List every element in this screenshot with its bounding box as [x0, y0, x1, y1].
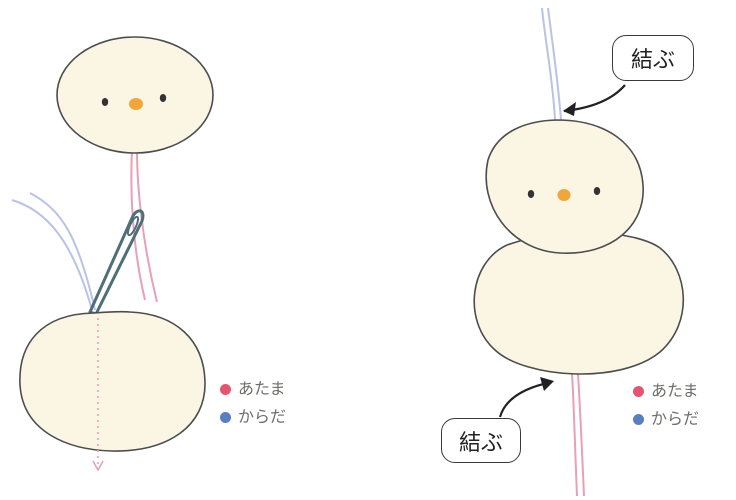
left-figure — [11, 36, 214, 472]
left-head — [56, 36, 214, 154]
left-beak — [129, 98, 143, 110]
legend-label-head: あたま — [651, 381, 699, 400]
tie-callout-bottom: 結ぶ — [441, 418, 521, 463]
legend-label-body: からだ — [651, 409, 700, 428]
right-pink-thread-2 — [577, 373, 585, 497]
left-eye-left — [101, 98, 109, 106]
legend-item-body: からだ — [220, 408, 286, 426]
right-beak — [557, 189, 571, 201]
head-color-swatch — [633, 385, 644, 397]
stitch-arrow-icon — [92, 460, 104, 472]
right-eye-left — [527, 190, 535, 198]
callout-bottom-arrowhead-icon — [540, 377, 554, 391]
callout-top-arrowhead-icon — [563, 102, 576, 116]
right-eye-right — [593, 187, 601, 195]
right-pink-thread-1 — [571, 373, 578, 497]
right-blue-thread-2 — [547, 7, 562, 121]
needle-eye — [126, 215, 140, 237]
left-blue-thread-outer — [11, 199, 93, 311]
legend-label-head: あたま — [238, 379, 286, 398]
right-head — [485, 119, 644, 254]
head-color-swatch — [220, 383, 231, 395]
left-legend: あたま からだ — [220, 380, 286, 426]
left-body — [19, 310, 206, 452]
left-blue-thread-inner — [29, 192, 96, 311]
right-blue-thread-1 — [541, 7, 556, 121]
right-figure — [473, 7, 685, 497]
left-eye-right — [159, 94, 167, 102]
needle-icon — [88, 209, 145, 316]
tie-callout-top: 結ぶ — [612, 35, 694, 81]
legend-label-body: からだ — [238, 407, 287, 426]
legend-item-body: からだ — [633, 410, 699, 428]
legend-item-head: あたま — [220, 380, 286, 398]
right-legend: あたま からだ — [633, 382, 699, 428]
right-body — [473, 231, 685, 375]
body-color-swatch — [633, 413, 644, 425]
body-color-swatch — [220, 411, 231, 423]
legend-item-head: あたま — [633, 382, 699, 400]
